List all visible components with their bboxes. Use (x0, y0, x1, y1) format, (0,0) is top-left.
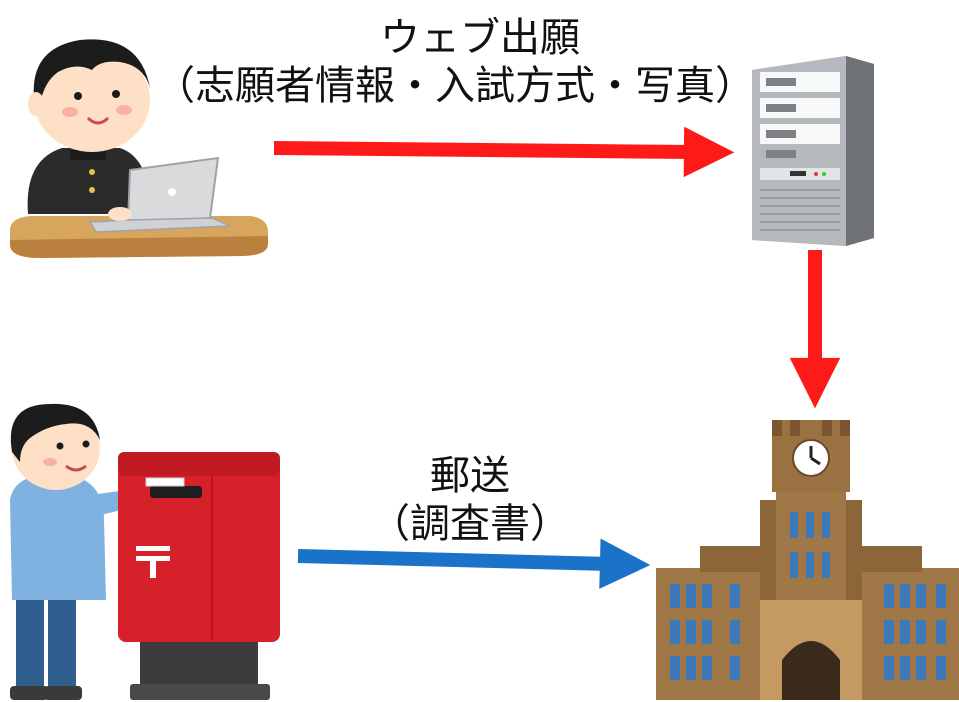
web-application-label: ウェブ出願 (380, 15, 580, 61)
mail-label: 郵送 (430, 453, 510, 499)
mail-arrow (297, 538, 651, 589)
server-icon (752, 56, 874, 246)
person-mailbox-icon (10, 403, 280, 700)
web-application-detail-label: （志願者情報・入試方式・写真） (155, 63, 755, 109)
university-icon (656, 420, 959, 700)
postal-mark-icon (136, 546, 170, 578)
mail-detail-label: （調査書） (370, 501, 570, 547)
student-laptop-icon (10, 39, 268, 258)
web-application-arrow (273, 126, 735, 178)
